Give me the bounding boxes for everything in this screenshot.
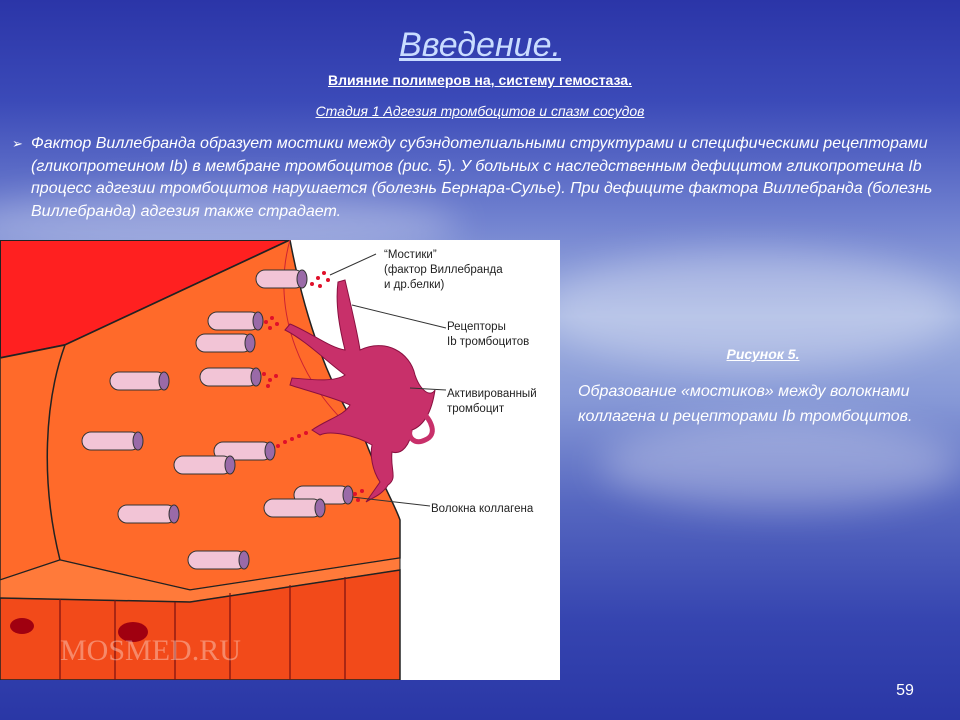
platelet-body	[284, 279, 436, 503]
willebrand-bridges	[262, 271, 364, 502]
activated-platelet	[284, 279, 436, 503]
endothelium-row	[0, 569, 401, 681]
collagen-fiber	[187, 550, 250, 570]
collagen-fiber	[263, 498, 326, 518]
cloud-decoration	[540, 250, 960, 370]
label-receptors: Рецепторы	[447, 321, 506, 333]
endothelial-cell-borders	[59, 577, 346, 680]
collagen-fiber	[109, 371, 170, 391]
label-pointers	[329, 253, 447, 507]
label-bridges-detail-2: и др.белки)	[384, 279, 445, 291]
body-text: Фактор Виллебранда образует мостики межд…	[31, 135, 933, 220]
page-number: 59	[896, 682, 914, 699]
collagen-fiber	[117, 504, 180, 524]
body-paragraph: ➢ Фактор Виллебранда образует мостики ме…	[12, 133, 957, 223]
label-platelet-detail: тромбоцит	[447, 403, 505, 415]
label-collagen: Волокна коллагена	[431, 503, 534, 515]
collagen-fiber	[255, 269, 308, 289]
cloud-decoration	[600, 420, 960, 510]
collagen-fiber	[213, 441, 276, 461]
collagen-fiber	[195, 333, 256, 353]
watermark-text: MOSMED.RU	[60, 634, 241, 667]
label-bridges-detail: (фактор Виллебранда	[384, 264, 503, 276]
label-platelet: Активированный	[447, 388, 537, 400]
slide-stage-heading: Стадия 1 Адгезия тромбоцитов и спазм сос…	[315, 103, 645, 119]
platelet-pseudopod	[407, 408, 435, 445]
figure-caption-text: Образование «мостиков» между волокнами к…	[578, 383, 913, 425]
figure-diagram: MOSMED.RU	[0, 238, 560, 681]
label-receptors-detail: Ib тромбоцитов	[447, 336, 529, 348]
collagen-fiber	[207, 311, 264, 331]
label-bridges: “Мостики”	[384, 249, 437, 261]
cell-nucleus	[10, 618, 34, 634]
collagen-fiber	[199, 367, 262, 387]
figure-caption-title: Рисунок 5.	[726, 346, 800, 362]
bullet-arrow-icon: ➢	[12, 136, 23, 151]
collagen-fibers	[81, 269, 354, 570]
slide-title: Введение.	[399, 26, 561, 64]
figure-svg: MOSMED.RU	[0, 238, 537, 681]
cell-nucleus	[118, 622, 148, 642]
slide-subtitle: Влияние полимеров на, систему гемостаза.	[328, 72, 632, 88]
collagen-fiber	[173, 455, 236, 475]
collagen-fiber	[81, 431, 144, 451]
